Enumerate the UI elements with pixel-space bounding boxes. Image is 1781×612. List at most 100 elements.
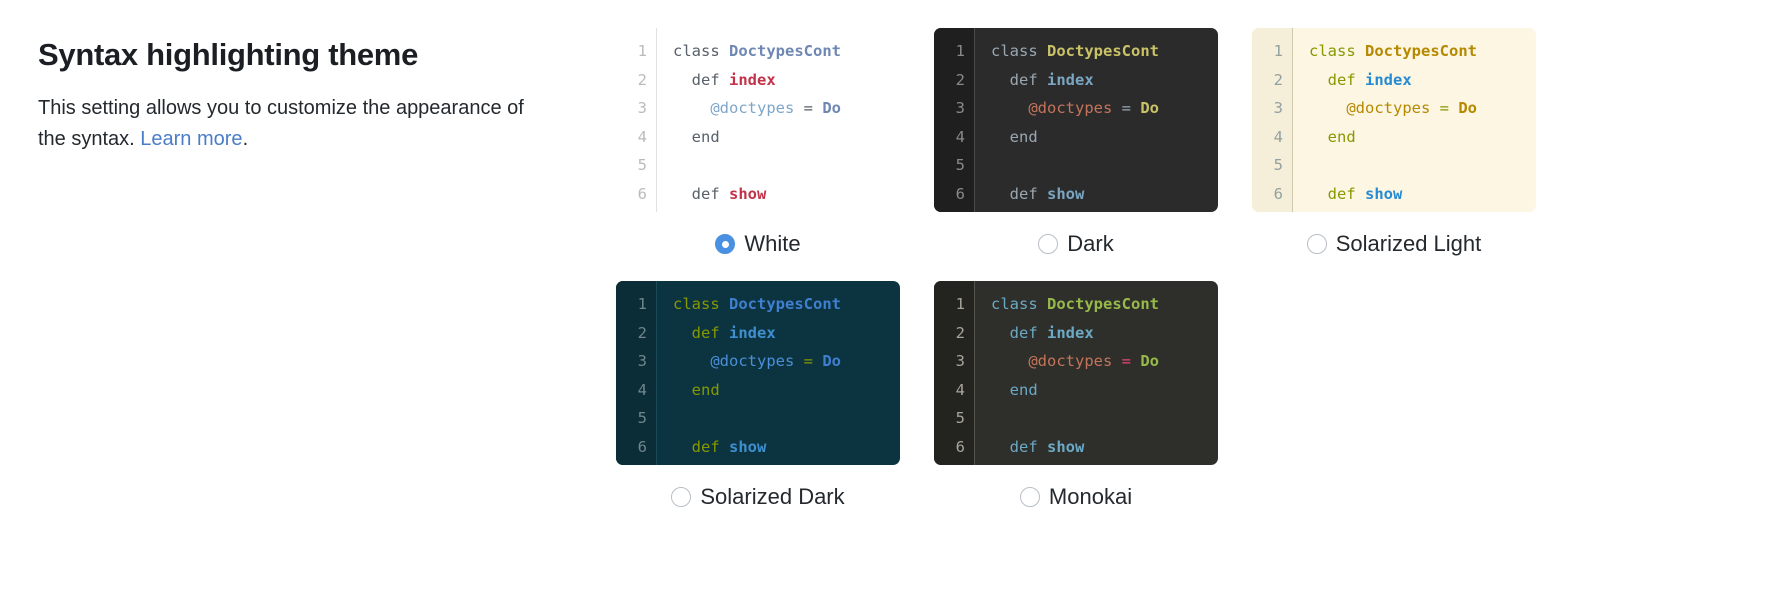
line-number: 2 — [955, 323, 965, 342]
code-line: end — [673, 123, 900, 152]
code-line: def index — [991, 66, 1218, 95]
code-token-fn: show — [1047, 184, 1085, 203]
code-line: class DoctypesCont — [673, 290, 900, 319]
line-number: 5 — [955, 156, 965, 175]
code-token-kw: class — [991, 42, 1047, 60]
theme-radio-row-solarized-light[interactable]: Solarized Light — [1252, 229, 1536, 259]
code-token-kw: def — [1309, 184, 1365, 203]
radio-solarized-dark[interactable] — [671, 487, 692, 507]
code-token-cls: DoctypesCont — [1047, 295, 1159, 313]
code-line: def index — [991, 319, 1218, 348]
code-token-kw: def — [673, 184, 729, 203]
code-token-kw: class — [991, 295, 1047, 313]
code-line — [673, 151, 900, 180]
code-line: class DoctypesCont — [673, 37, 900, 66]
code-lines: class DoctypesCont def index @doctypes =… — [974, 281, 1218, 465]
line-number: 5 — [955, 409, 965, 428]
code-token-cls: Do — [1458, 99, 1477, 118]
code-line: end — [673, 376, 900, 405]
theme-radio-row-solarized-dark[interactable]: Solarized Dark — [616, 482, 900, 512]
code-token-cls: Do — [822, 99, 841, 118]
code-line: @doctypes = Do — [1309, 94, 1536, 123]
code-line: def show — [991, 180, 1218, 209]
theme-radio-row-white[interactable]: White — [616, 229, 900, 259]
code-line: @doctypes = Do — [991, 347, 1218, 376]
code-line: class DoctypesCont — [991, 290, 1218, 319]
code-line: def show — [1309, 180, 1536, 209]
code-token-kw: def — [991, 437, 1047, 456]
line-number: 2 — [955, 70, 965, 89]
line-number: 3 — [1273, 99, 1283, 118]
code-line: @doctypes = Do — [991, 94, 1218, 123]
code-token-cls: Do — [822, 352, 841, 371]
code-line: end — [991, 376, 1218, 405]
code-token-plain — [1309, 99, 1346, 117]
page-title: Syntax highlighting theme — [38, 37, 419, 72]
radio-white[interactable] — [715, 234, 736, 254]
theme-radio-row-dark[interactable]: Dark — [934, 229, 1218, 259]
radio-label-dark[interactable]: Dark — [1067, 231, 1114, 256]
setting-help-text: This setting allows you to customize the… — [38, 93, 538, 155]
code-token-kw: end — [673, 127, 720, 146]
help-text-part-2: . — [242, 127, 249, 150]
line-number: 1 — [955, 42, 965, 60]
radio-label-solarized-dark[interactable]: Solarized Dark — [700, 484, 845, 509]
line-number: 4 — [637, 127, 647, 146]
line-number: 2 — [1273, 70, 1283, 89]
line-number: 4 — [1273, 127, 1283, 146]
line-number: 1 — [637, 295, 647, 313]
code-token-cls: Do — [1140, 99, 1159, 118]
line-number: 6 — [637, 184, 647, 203]
code-token-op: = — [794, 99, 823, 118]
line-number: 5 — [637, 409, 647, 428]
code-token-plain — [673, 99, 710, 117]
code-token-cls: DoctypesCont — [1365, 42, 1477, 60]
code-line — [1309, 151, 1536, 180]
theme-radio-row-monokai[interactable]: Monokai — [934, 482, 1218, 512]
line-number: 4 — [955, 127, 965, 146]
radio-dark[interactable] — [1038, 234, 1059, 254]
code-line: class DoctypesCont — [1309, 37, 1536, 66]
radio-label-white[interactable]: White — [744, 231, 801, 256]
code-line: def show — [673, 433, 900, 462]
code-line: @doctypes = Do — [673, 94, 900, 123]
code-token-kw: class — [673, 295, 729, 313]
radio-label-solarized-light[interactable]: Solarized Light — [1335, 231, 1482, 256]
code-line — [991, 404, 1218, 433]
code-line: def show — [673, 180, 900, 209]
line-number: 2 — [637, 323, 647, 342]
learn-more-link[interactable]: Learn more — [140, 127, 243, 150]
code-token-ivar: @doctypes — [1028, 352, 1113, 371]
code-token-fn: show — [729, 184, 767, 203]
code-line: def show — [991, 433, 1218, 462]
radio-monokai[interactable] — [1019, 487, 1040, 507]
line-number: 5 — [637, 156, 647, 175]
code-lines: class DoctypesCont def index @doctypes =… — [1292, 28, 1536, 212]
code-token-kw: def — [991, 70, 1047, 89]
code-token-ivar: @doctypes — [710, 99, 795, 118]
code-token-kw: def — [673, 70, 729, 89]
code-line: end — [1309, 123, 1536, 152]
code-token-ivar: @doctypes — [710, 352, 795, 371]
code-lines: class DoctypesCont def index @doctypes =… — [656, 28, 900, 212]
radio-label-monokai[interactable]: Monokai — [1048, 484, 1133, 509]
help-text-part-1: This setting allows you to customize the… — [38, 96, 524, 150]
line-number: 1 — [1273, 42, 1283, 60]
line-number: 3 — [637, 99, 647, 118]
radio-solarized-light[interactable] — [1306, 234, 1327, 254]
